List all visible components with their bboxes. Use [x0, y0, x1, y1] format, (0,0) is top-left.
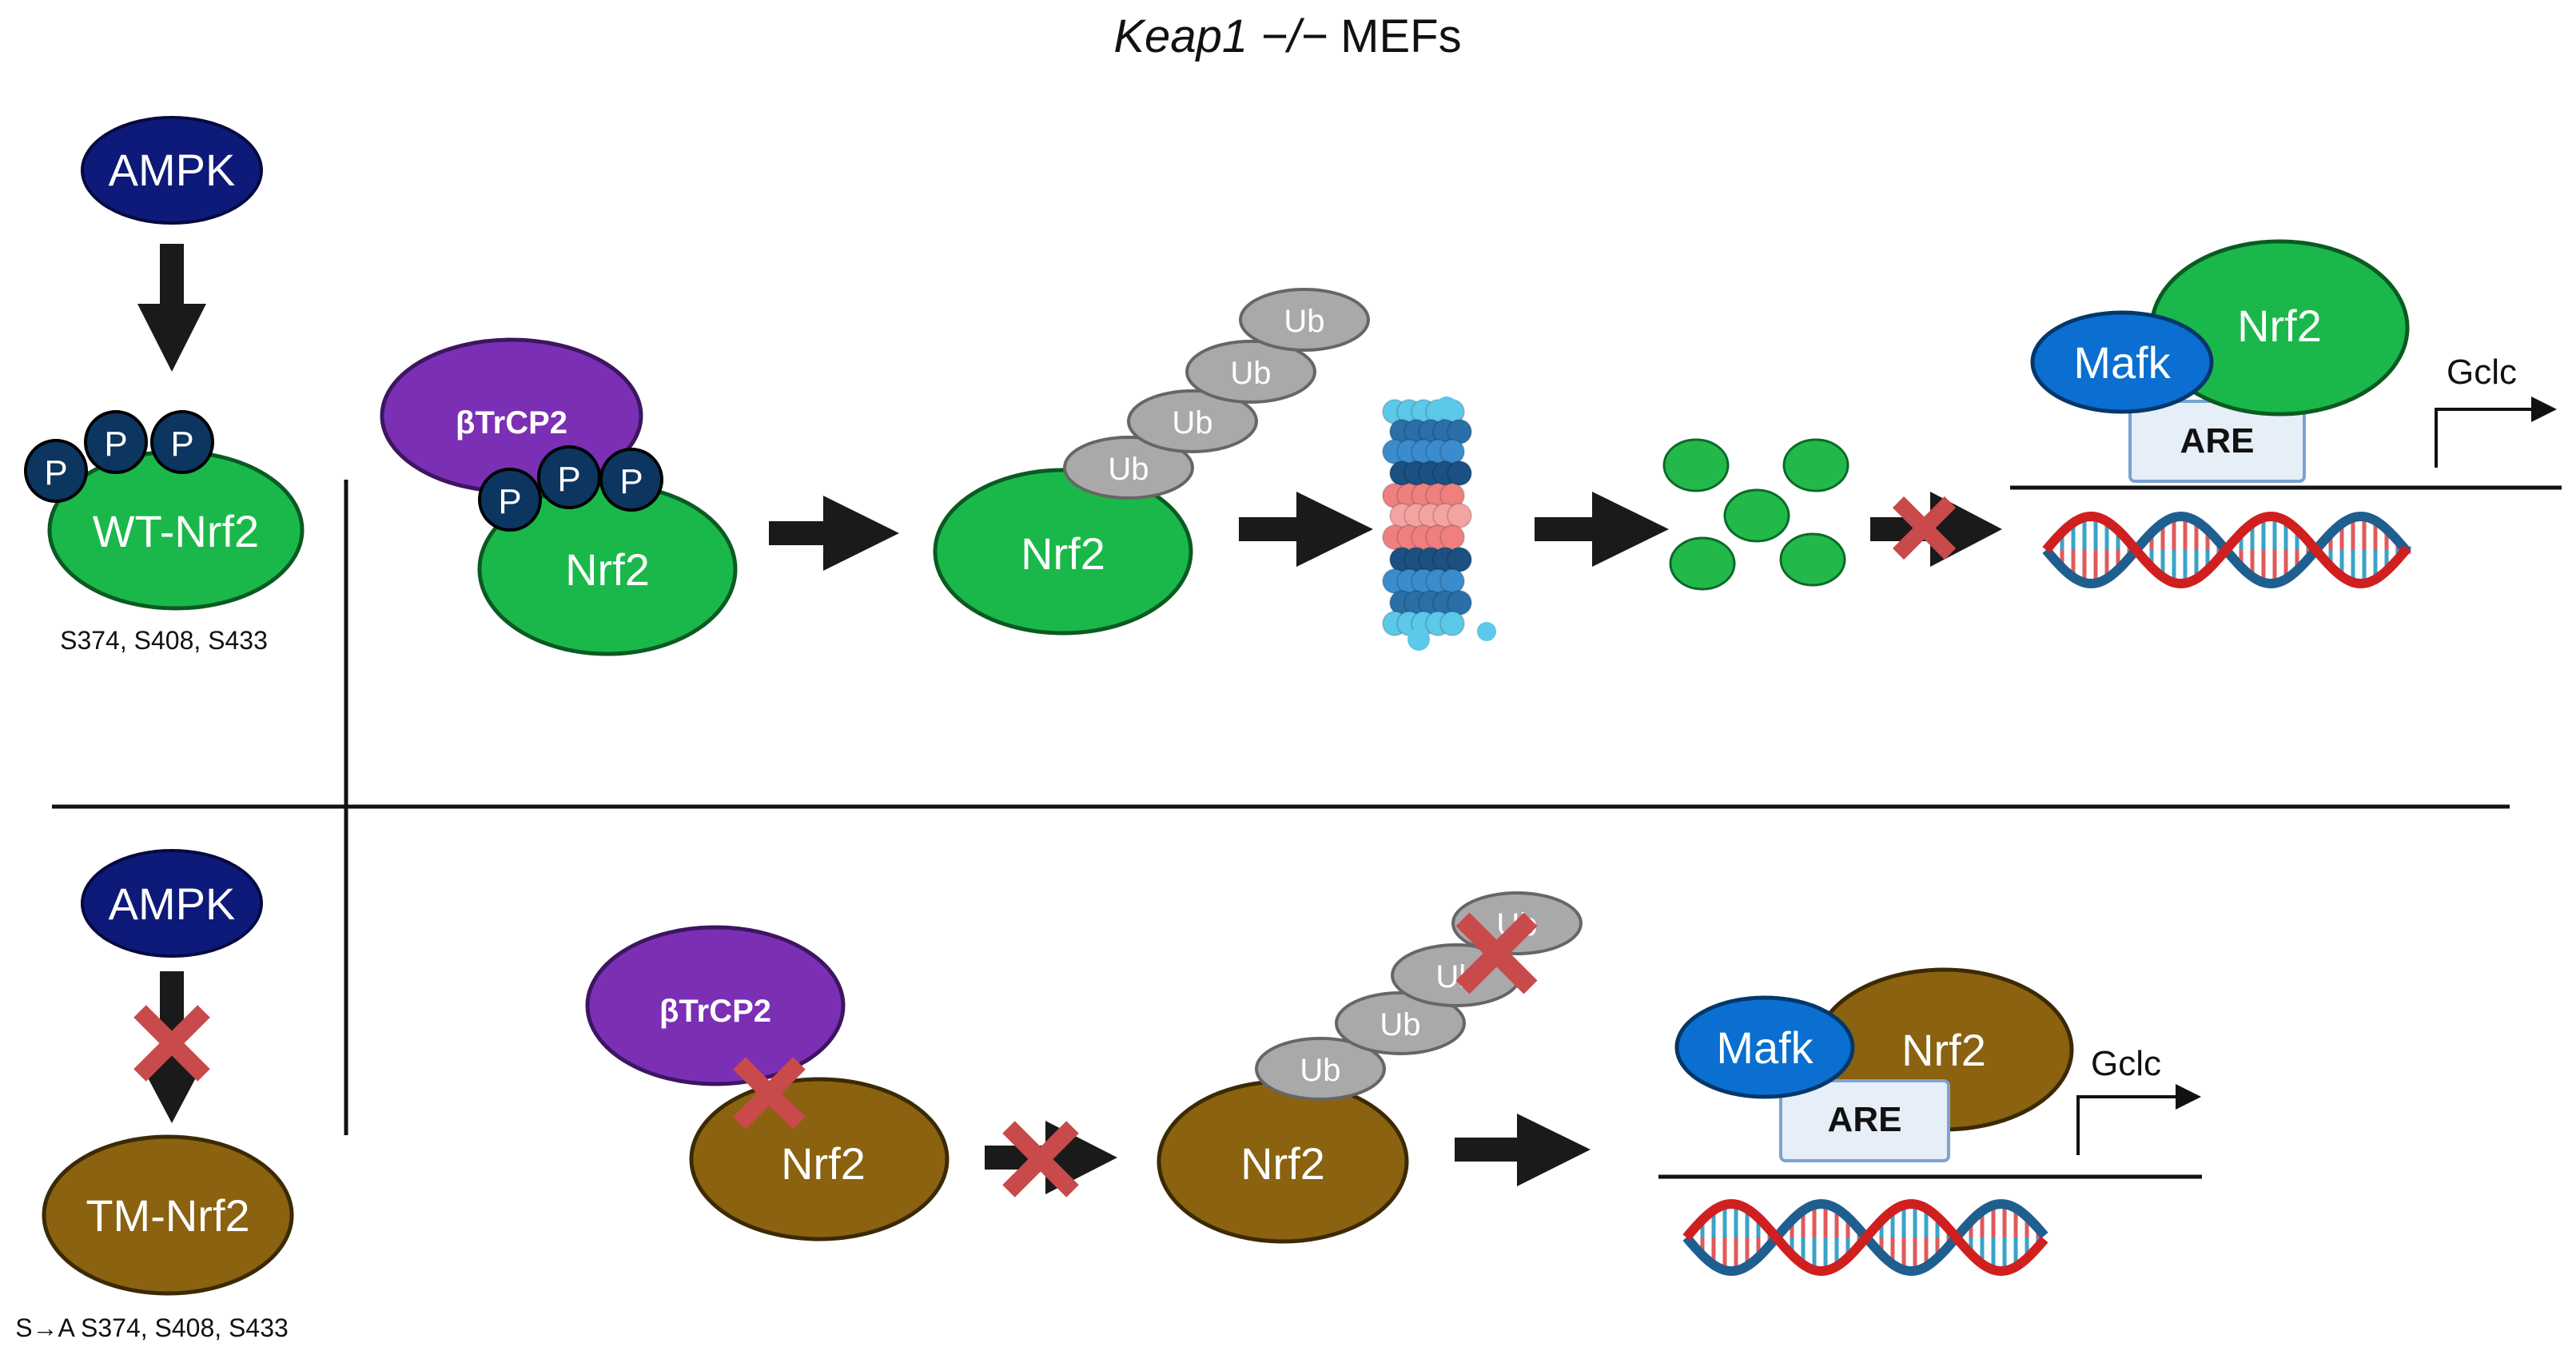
nrf2-label: Nrf2	[781, 1138, 866, 1189]
blocked-arrow-to-transcription-top	[1870, 492, 2002, 567]
ub-label: Ub	[1230, 356, 1271, 391]
tm-nrf2-label: TM-Nrf2	[86, 1190, 249, 1241]
tm-nrf2-node: TM-Nrf2	[42, 1134, 294, 1296]
transcription-start-arrow-icon	[2435, 397, 2557, 468]
btrcp2-nrf2-complex-top: Nrf2 βTrCP2 P P P	[380, 337, 738, 656]
btrcp2-label: βTrCP2	[659, 994, 771, 1029]
ampk-bottom-label: AMPK	[109, 879, 236, 929]
dna-double-helix-icon	[2042, 511, 2411, 589]
wt-nrf2-label: WT-Nrf2	[93, 506, 259, 556]
transcription-complex-top: ARE Nrf2 Mafk	[2030, 239, 2410, 483]
phospho-label: P	[44, 453, 67, 492]
nrf2-label: Nrf2	[1021, 528, 1105, 579]
transcription-complex-bottom: Nrf2 ARE Mafk	[1674, 967, 2074, 1162]
tm-sites-label: S→A S374, S408, S433	[15, 1313, 289, 1342]
ampk-bottom-node: AMPK	[81, 849, 263, 958]
nrf2-label: Nrf2	[1240, 1138, 1325, 1189]
mafk-label: Mafk	[2073, 337, 2171, 388]
mafk-label: Mafk	[1716, 1022, 1814, 1073]
phospho-label: P	[619, 462, 643, 501]
red-x-inhibition-icon	[133, 1005, 210, 1082]
ub-label: Ub	[1108, 452, 1149, 487]
ub-label: Ub	[1380, 1007, 1420, 1042]
red-x-inhibition-icon	[1455, 912, 1538, 994]
ubiquitinated-tmnrf2-bottom: Nrf2 Ub Ub Ub Ub	[1157, 891, 1583, 1244]
phospho-label: P	[170, 424, 193, 464]
ampk-to-wtnrf2-arrow	[137, 244, 206, 372]
arrow-to-degradation	[1535, 492, 1669, 567]
dna-double-helix-icon	[1682, 1198, 2048, 1277]
red-x-inhibition-icon	[1892, 496, 1957, 560]
phospho-label: P	[498, 482, 521, 521]
btrcp2-tmnrf2-complex: Nrf2 βTrCP2	[585, 925, 950, 1241]
are-label: ARE	[2180, 421, 2255, 460]
ub-label: Ub	[1300, 1053, 1340, 1088]
degraded-peptides-icon	[1662, 438, 1849, 591]
are-label: ARE	[1828, 1100, 1902, 1139]
wt-sites-label: S374, S408, S433	[60, 626, 268, 655]
figure-title: Keap1 −/− MEFs	[1113, 10, 1461, 62]
ub-label: Ub	[1284, 304, 1324, 339]
nrf2-label: Nrf2	[565, 544, 650, 595]
transcription-start-arrow-icon	[2076, 1084, 2201, 1155]
nrf2-label: Nrf2	[2237, 301, 2322, 351]
blocked-arrow-to-ubiquitination-bottom	[985, 1121, 1117, 1198]
wt-nrf2-node: WT-Nrf2	[47, 449, 305, 611]
arrow-to-ubiquitination-top	[769, 496, 899, 571]
phospho-label: P	[104, 424, 127, 464]
btrcp2-label: βTrCP2	[456, 405, 567, 440]
phospho-group-wt: P P P	[24, 410, 214, 503]
ampk-top-node: AMPK	[81, 116, 263, 225]
nrf2-label: Nrf2	[1901, 1025, 1986, 1075]
red-x-inhibition-icon	[1002, 1121, 1079, 1198]
arrow-to-proteasome	[1239, 492, 1373, 567]
gene-label-bottom: Gclc	[2091, 1044, 2161, 1083]
proteasome-icon	[1382, 397, 1496, 651]
blocked-ampk-arrow	[133, 971, 210, 1123]
phospho-label: P	[557, 460, 580, 499]
ub-label: Ub	[1172, 405, 1212, 440]
ampk-top-label: AMPK	[109, 145, 236, 195]
ubiquitinated-nrf2-top: Nrf2 Ub Ub Ub Ub	[933, 288, 1370, 636]
arrow-to-transcription-bottom	[1455, 1114, 1591, 1186]
red-x-inhibition-icon	[733, 1057, 806, 1130]
gene-label-top: Gclc	[2447, 353, 2517, 392]
